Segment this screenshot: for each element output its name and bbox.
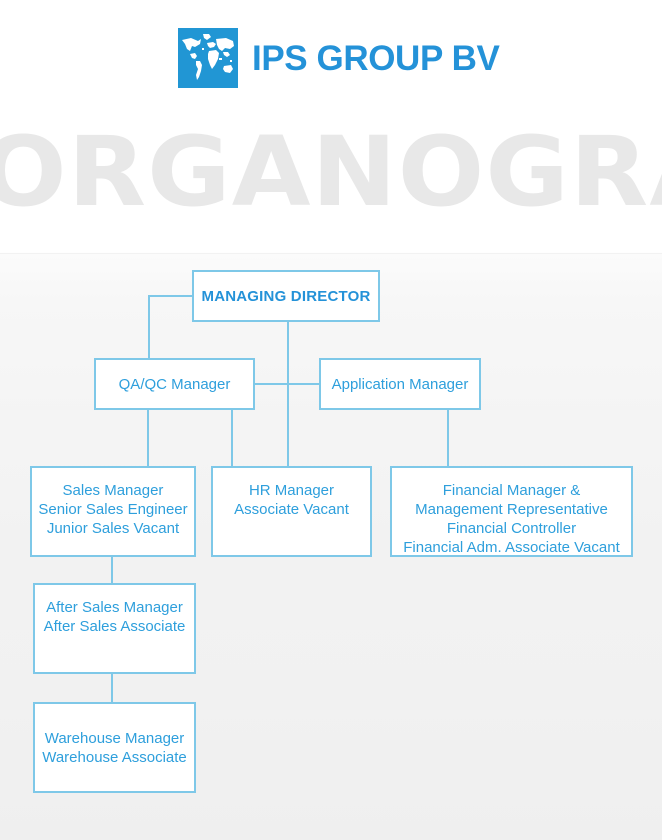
connector-qaqc-to-sales bbox=[147, 408, 149, 468]
node-qa-qc-manager-label: QA/QC Manager bbox=[118, 375, 231, 393]
connector-md-to-qaqc-vertical bbox=[148, 295, 150, 360]
brand-header: IPS GROUP BV bbox=[178, 28, 500, 88]
node-after-sales[interactable]: After Sales Manager After Sales Associat… bbox=[33, 583, 196, 674]
node-qa-qc-manager[interactable]: QA/QC Manager bbox=[94, 358, 255, 410]
connector-sales-to-after-sales bbox=[111, 555, 113, 585]
node-managing-director-label: MANAGING DIRECTOR bbox=[201, 287, 371, 305]
connector-qaqc-to-hr bbox=[231, 408, 233, 468]
node-sales[interactable]: Sales Manager Senior Sales Engineer Juni… bbox=[30, 466, 196, 557]
node-warehouse-label: Warehouse Manager Warehouse Associate bbox=[42, 729, 187, 766]
node-finance[interactable]: Financial Manager & Management Represent… bbox=[390, 466, 633, 557]
node-sales-label: Sales Manager Senior Sales Engineer Juni… bbox=[38, 482, 188, 537]
connector-after-sales-to-warehouse bbox=[111, 673, 113, 704]
connector-application-to-finance bbox=[447, 408, 449, 468]
page-title-watermark: ORGANOGRAM bbox=[0, 116, 662, 228]
connector-md-to-hr-vertical bbox=[287, 320, 289, 468]
node-application-manager[interactable]: Application Manager bbox=[319, 358, 481, 410]
connector-qaqc-to-application bbox=[254, 383, 321, 385]
brand-name: IPS GROUP BV bbox=[252, 38, 500, 78]
node-application-manager-label: Application Manager bbox=[331, 375, 469, 393]
node-hr[interactable]: HR Manager Associate Vacant bbox=[211, 466, 372, 557]
node-after-sales-label: After Sales Manager After Sales Associat… bbox=[43, 599, 186, 635]
header-divider bbox=[0, 253, 662, 254]
node-managing-director[interactable]: MANAGING DIRECTOR bbox=[192, 270, 380, 322]
node-finance-label: Financial Manager & Management Represent… bbox=[403, 482, 620, 556]
connector-md-to-qaqc-horizontal bbox=[148, 295, 194, 297]
node-hr-label: HR Manager Associate Vacant bbox=[234, 482, 349, 518]
node-warehouse[interactable]: Warehouse Manager Warehouse Associate bbox=[33, 702, 196, 793]
world-map-icon bbox=[178, 28, 238, 88]
